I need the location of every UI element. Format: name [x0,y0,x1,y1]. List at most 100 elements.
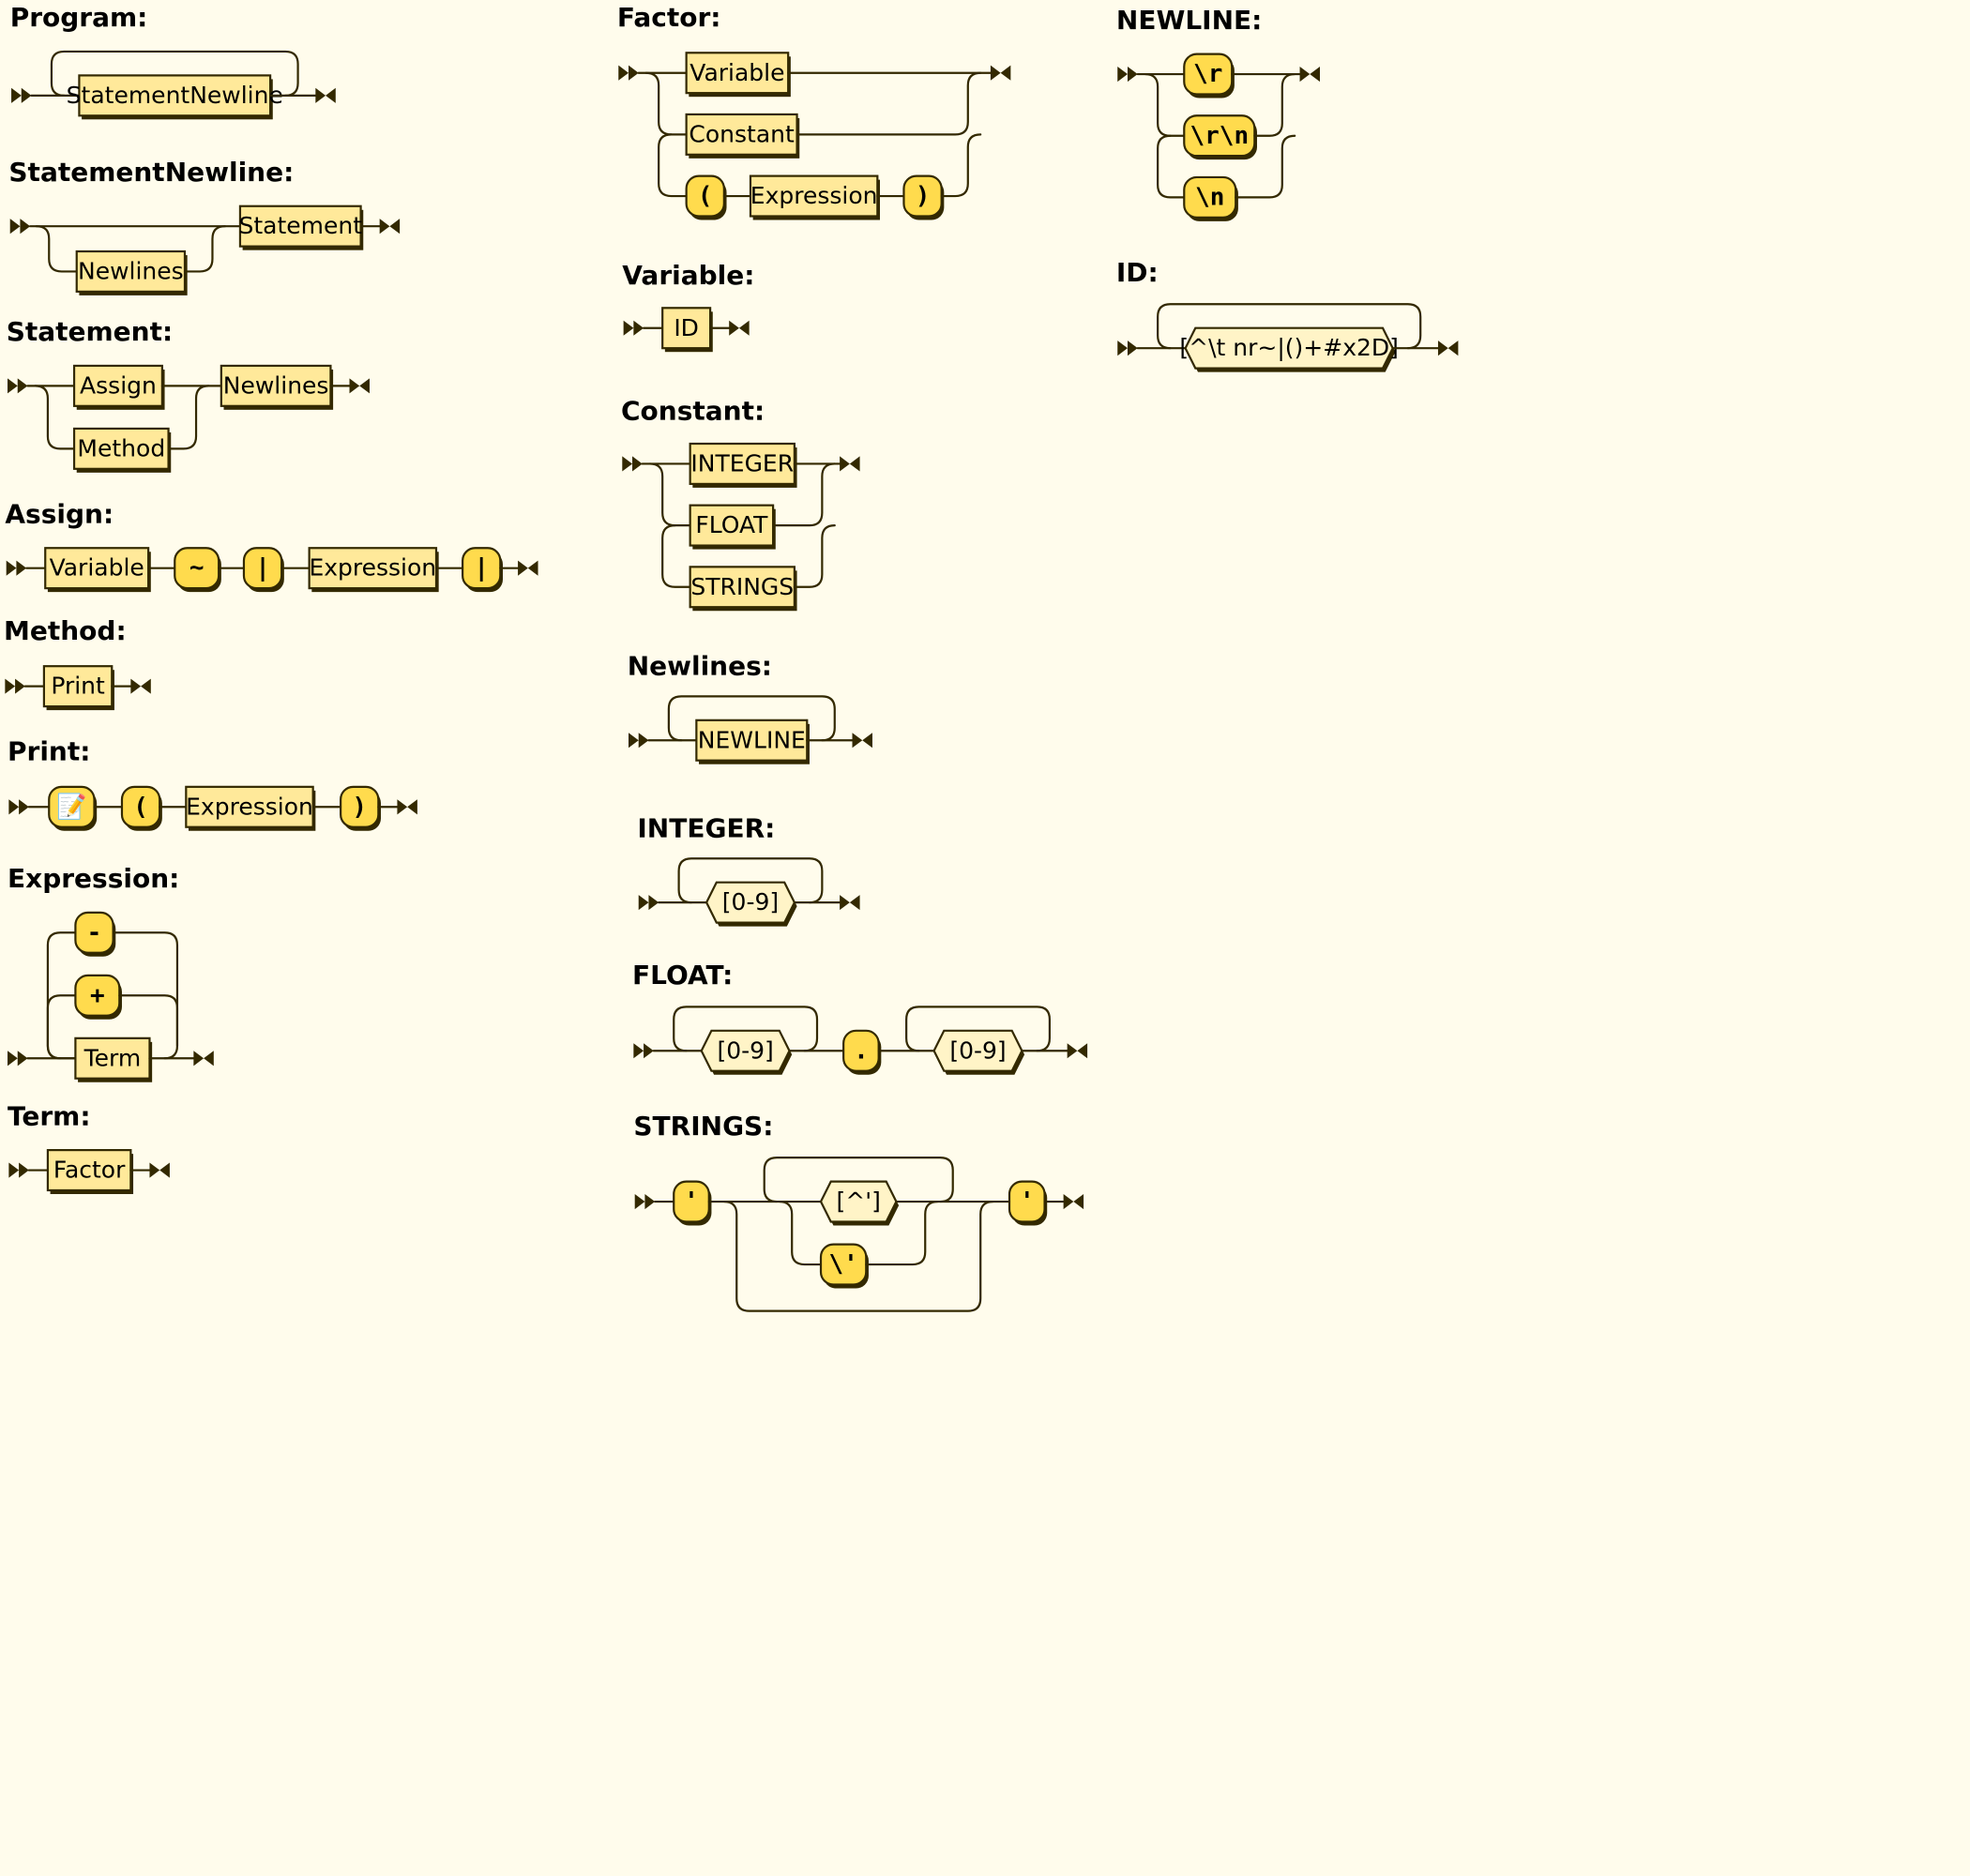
start-arrow-icon [622,456,643,472]
rail-line [1157,134,1186,199]
rail-line [793,524,836,588]
float-rule-title: FLOAT: [632,960,733,991]
nonterminal-label: Newlines [78,257,184,284]
nonterminal-label: Factor [53,1157,126,1184]
nonterminal-box [42,665,114,708]
rail-line [796,71,982,136]
rail-line [763,1157,954,1203]
nonterminal-box [238,204,362,248]
nonterminal-box [44,547,150,590]
end-arrow-icon [1067,1043,1088,1059]
rail-line [1253,72,1296,137]
rail-line [35,225,78,273]
rail-line [778,1200,823,1266]
nonterminal-box [695,719,809,762]
start-arrow-icon [8,1051,28,1067]
terminal-label: + [90,981,105,1009]
rail-line [1157,303,1422,350]
rail-line [673,1006,819,1052]
start-arrow-icon [638,895,659,911]
end-arrow-icon [379,219,401,234]
start-arrow-icon [9,219,31,234]
term-rule-title: Term: [8,1100,91,1131]
rail-line [722,1200,994,1312]
start-arrow-icon [8,799,29,815]
strings-rule-title: STRINGS: [633,1111,773,1142]
terminal-label: ' [1020,1188,1035,1216]
end-arrow-icon [840,895,860,911]
charclass-label: [0-9] [949,1036,1006,1064]
terminal-label: ' [684,1188,699,1216]
end-arrow-icon [840,456,860,472]
statement-rule-title: Statement: [7,316,174,347]
nonterminal-label: INTEGER [690,450,794,477]
program-rule-title: Program: [10,2,148,33]
terminal-label: 📝 [56,792,86,821]
nonterminal-label: Print [51,673,105,700]
nonterminal-box [661,307,712,350]
terminal-label: \r\n [1190,122,1249,150]
nonterminal-label: Assign [80,371,157,399]
rail-line [118,994,179,1047]
terminal-label: . [854,1036,869,1065]
end-arrow-icon [149,1162,170,1178]
end-arrow-icon [1299,67,1320,83]
rail-line [658,133,688,198]
nonterminal-box [46,1148,132,1192]
rail-line [112,931,179,1060]
start-arrow-icon [629,733,649,749]
start-arrow-icon [11,87,32,103]
rail-line [167,385,210,450]
nonterminal-box [78,74,272,117]
terminal-label: ( [698,182,713,210]
end-arrow-icon [349,378,370,394]
rail-line [677,857,824,904]
method-rule-title: Method: [4,615,127,646]
nonterminal-box [185,785,314,828]
nonterminal-label: Statement [238,212,362,239]
start-arrow-icon [8,1162,29,1178]
terminal-label: ) [352,793,367,821]
rail-line [905,1006,1051,1052]
start-arrow-icon [1117,67,1138,83]
charclass-label: [0-9] [722,888,779,915]
rail-line [46,994,77,1060]
rail-line [50,50,299,97]
end-arrow-icon [193,1051,214,1067]
end-arrow-icon [1063,1194,1084,1210]
constant-rule-title: Constant: [621,396,765,427]
end-arrow-icon [1437,340,1459,356]
terminal-label: \n [1195,183,1224,211]
terminal-label: | [255,554,270,582]
newline-rule-title: NEWLINE: [1116,5,1262,36]
end-arrow-icon [990,65,1011,81]
factor-rule-title: Factor: [617,2,721,33]
end-arrow-icon [729,320,750,336]
charclass-label: [^'] [837,1188,881,1215]
nonterminal-label: StatementNewline [67,82,283,109]
terminal-label: ( [133,793,148,821]
nonterminal-label: Variable [50,554,144,582]
nonterminal-label: Variable [690,59,784,86]
rail-line [772,462,836,527]
nonterminal-label: Expression [186,793,313,820]
rail-line [648,462,691,527]
terminal-label: | [474,554,489,582]
start-arrow-icon [8,378,28,394]
charclass-label: [^\t nr~|()+#x2D] [1179,334,1398,361]
start-arrow-icon [634,1194,656,1210]
rail-line [183,225,226,273]
rail-line [34,385,76,450]
rail-line [644,71,688,136]
variable-rule-title: Variable: [622,260,754,291]
nonterminal-box [689,504,775,547]
terminal-label: \' [828,1250,857,1278]
rail-line [667,695,836,742]
integer-rule-title: INTEGER: [637,812,775,843]
end-arrow-icon [852,733,872,749]
rail-line [1235,134,1296,199]
start-arrow-icon [6,560,27,576]
nonterminal-label: Expression [309,554,436,582]
expression-rule-title: Expression: [8,863,179,894]
